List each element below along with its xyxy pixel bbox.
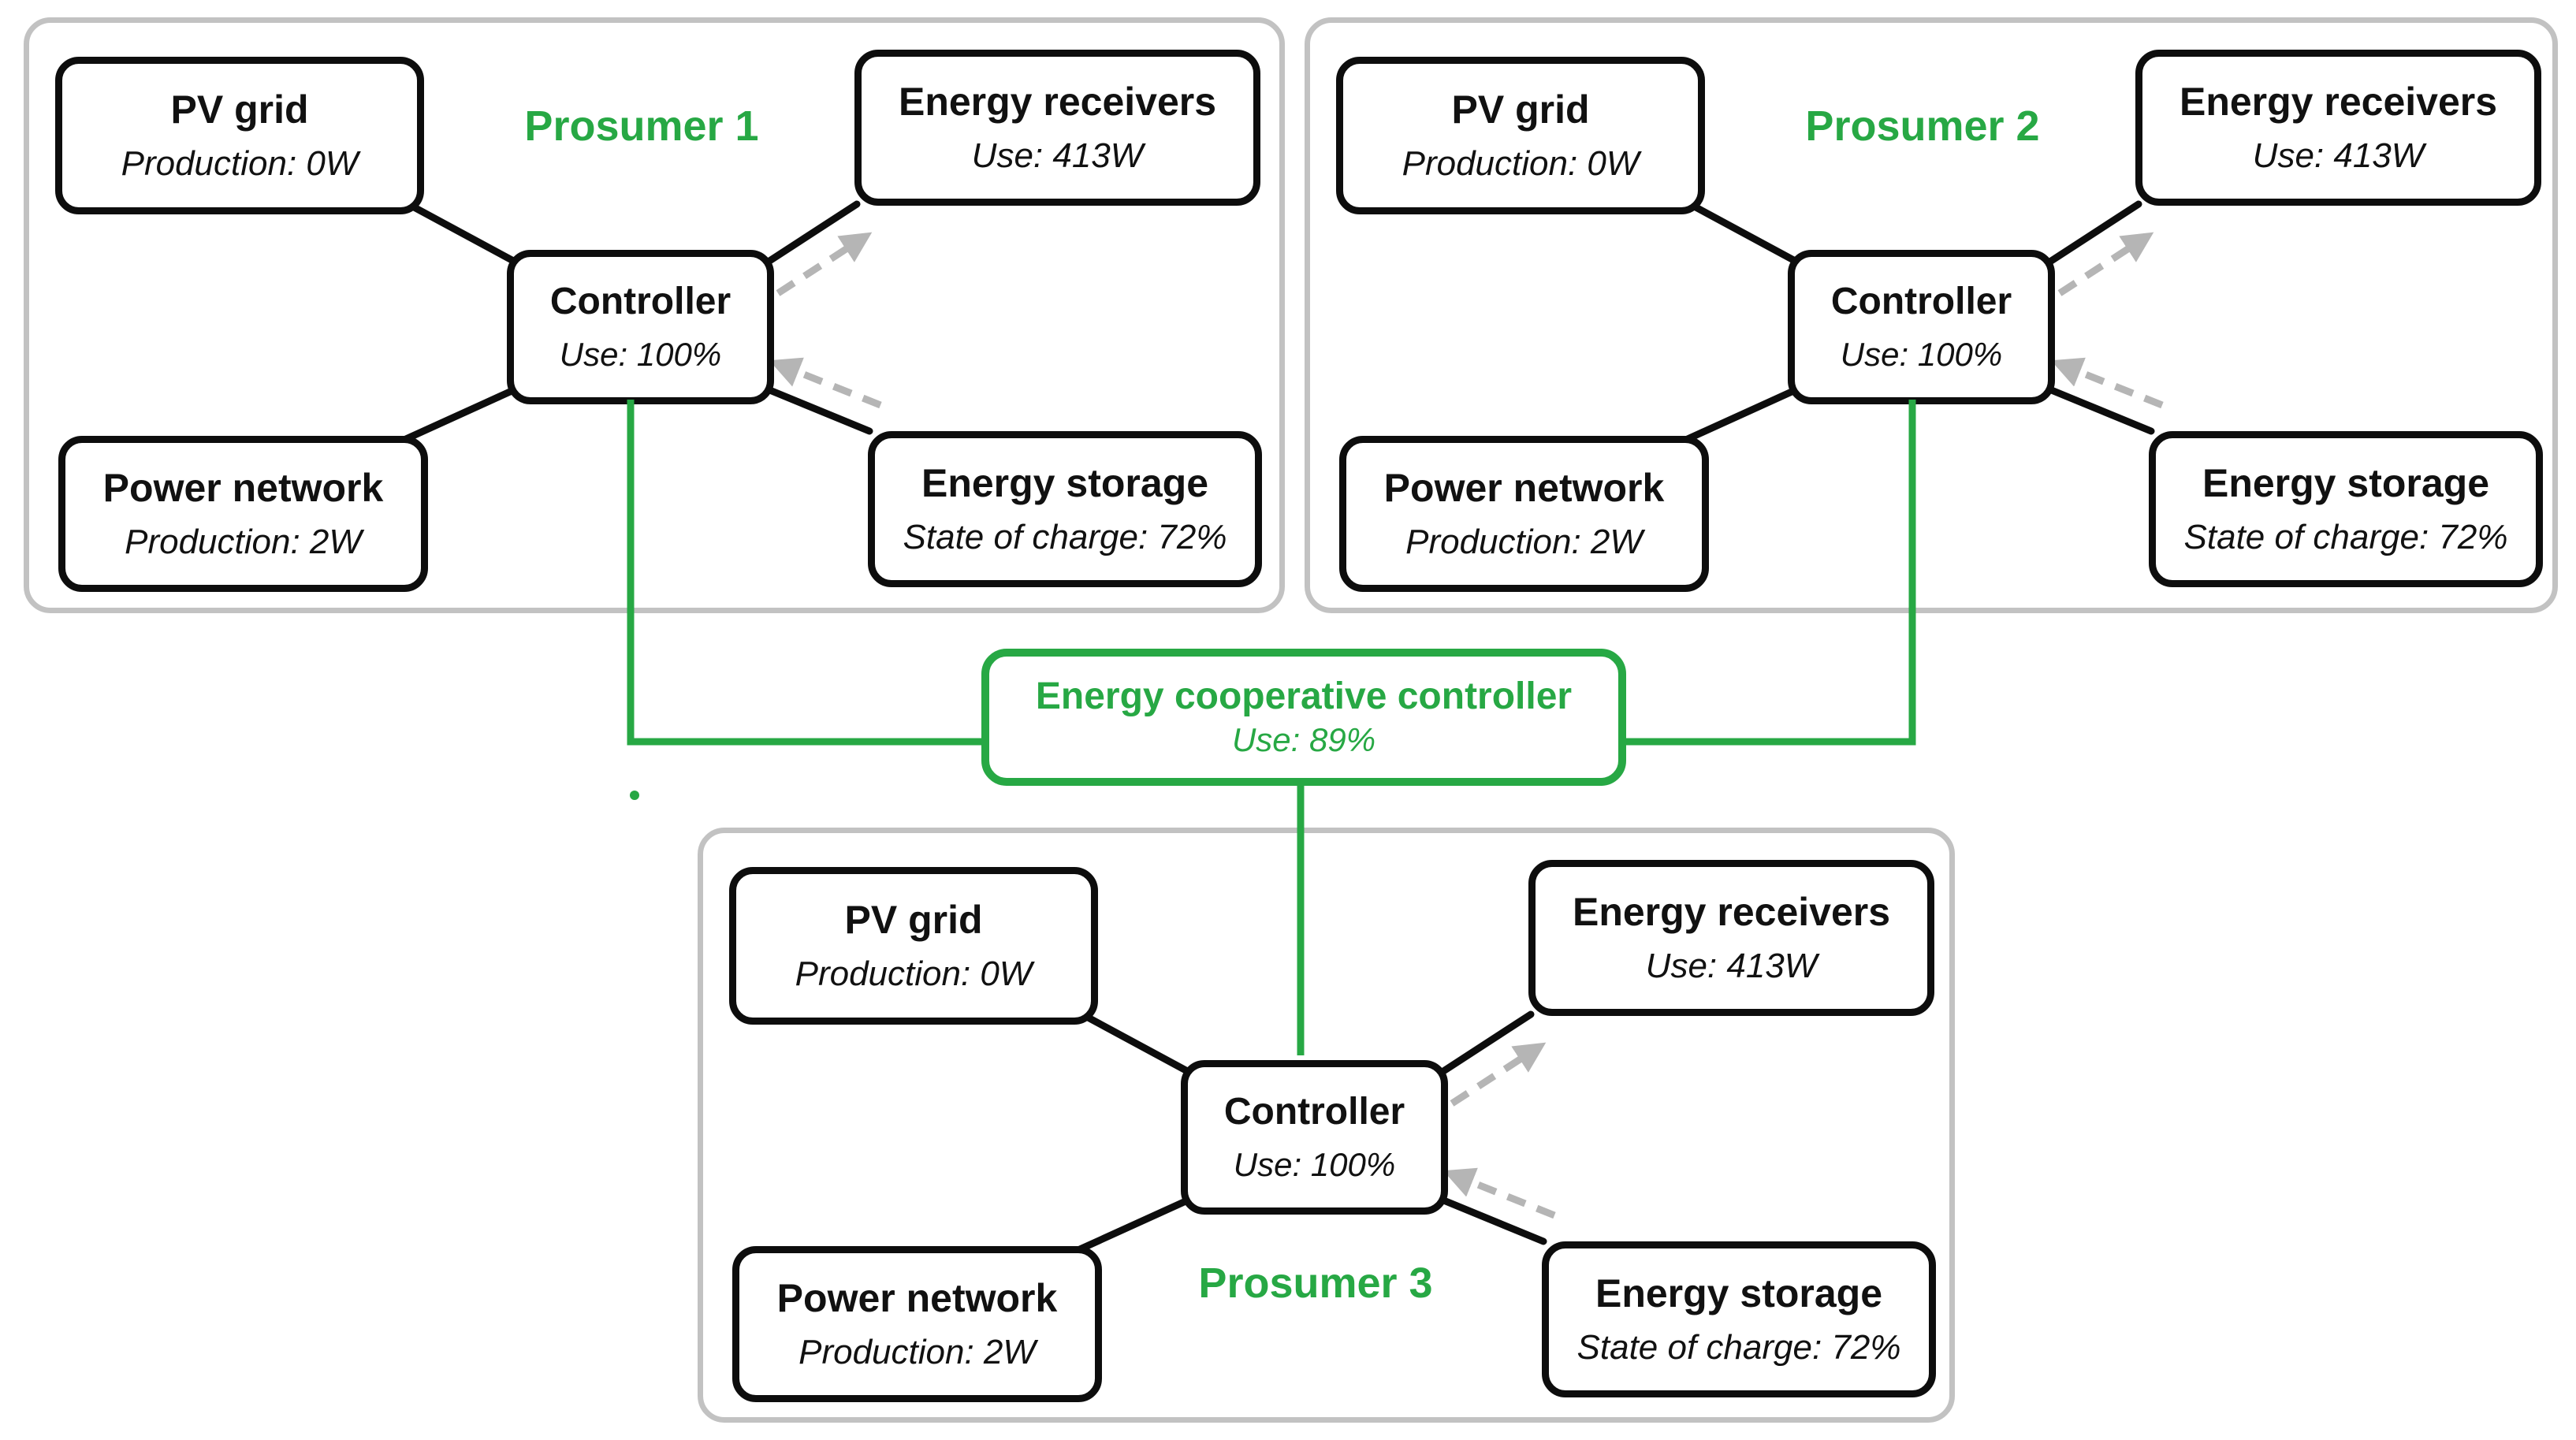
node-subtitle: Use: 413W xyxy=(971,136,1144,176)
node-subtitle: Production: 0W xyxy=(795,954,1033,994)
node-title: Controller xyxy=(1223,1090,1405,1133)
node-title: Energy storage xyxy=(921,460,1208,505)
node-title: PV grid xyxy=(170,87,309,132)
node-title: Controller xyxy=(1830,280,2012,322)
node-energy-storage: Energy storage State of charge: 72% xyxy=(1542,1241,1936,1397)
node-subtitle: Use: 100% xyxy=(559,336,722,374)
prosumer-label: Prosumer 3 xyxy=(1198,1260,1433,1307)
node-subtitle: Production: 2W xyxy=(125,523,362,562)
node-title: PV grid xyxy=(1451,87,1590,132)
node-title: Energy receivers xyxy=(2179,79,2498,124)
node-subtitle: State of charge: 72% xyxy=(2183,518,2508,557)
node-subtitle: Production: 0W xyxy=(1402,144,1640,184)
prosumer-panel-1: Prosumer 1 PV grid Production: 0W Energy… xyxy=(24,17,1285,613)
node-title: Energy receivers xyxy=(1572,889,1891,934)
node-title: Power network xyxy=(776,1275,1058,1320)
node-energy-receivers: Energy receivers Use: 413W xyxy=(854,50,1260,206)
node-pv-grid: PV grid Production: 0W xyxy=(729,867,1098,1025)
node-subtitle: State of charge: 72% xyxy=(903,518,1227,557)
node-controller: Controller Use: 100% xyxy=(1788,250,2055,404)
prosumer-panel-2: Prosumer 2 PV grid Production: 0W Energy… xyxy=(1305,17,2558,613)
node-subtitle: Production: 2W xyxy=(1405,523,1643,562)
node-power-network: Power network Production: 2W xyxy=(732,1246,1102,1402)
cooperative-controller-subtitle: Use: 89% xyxy=(1231,721,1376,759)
cooperative-controller-node: Energy cooperative controller Use: 89% xyxy=(981,649,1626,786)
cooperative-controller-title: Energy cooperative controller xyxy=(1035,675,1573,717)
prosumer-label: Prosumer 2 xyxy=(1805,102,2040,150)
node-title: Power network xyxy=(102,465,384,510)
node-pv-grid: PV grid Production: 0W xyxy=(55,57,424,214)
prosumer-panel-3: Prosumer 3 PV grid Production: 0W Energy… xyxy=(698,828,1955,1423)
green-dot xyxy=(630,791,639,800)
node-power-network: Power network Production: 2W xyxy=(58,436,428,592)
node-subtitle: Use: 100% xyxy=(1233,1146,1396,1184)
node-title: Energy storage xyxy=(1595,1271,1882,1315)
node-title: Power network xyxy=(1383,465,1665,510)
node-subtitle: Use: 413W xyxy=(2252,136,2425,176)
node-controller: Controller Use: 100% xyxy=(1181,1060,1448,1215)
node-controller: Controller Use: 100% xyxy=(507,250,774,404)
node-energy-receivers: Energy receivers Use: 413W xyxy=(2135,50,2541,206)
node-power-network: Power network Production: 2W xyxy=(1339,436,1709,592)
node-title: PV grid xyxy=(844,897,983,942)
node-energy-storage: Energy storage State of charge: 72% xyxy=(868,431,1262,587)
node-title: Controller xyxy=(549,280,731,322)
node-energy-storage: Energy storage State of charge: 72% xyxy=(2149,431,2543,587)
node-subtitle: Production: 2W xyxy=(798,1333,1036,1372)
node-subtitle: Use: 413W xyxy=(1645,947,1818,986)
prosumer-label: Prosumer 1 xyxy=(524,102,759,150)
node-title: Energy storage xyxy=(2202,460,2489,505)
node-subtitle: Use: 100% xyxy=(1840,336,2003,374)
node-subtitle: Production: 0W xyxy=(121,144,359,184)
node-pv-grid: PV grid Production: 0W xyxy=(1336,57,1705,214)
node-subtitle: State of charge: 72% xyxy=(1576,1328,1901,1367)
node-energy-receivers: Energy receivers Use: 413W xyxy=(1528,860,1934,1016)
node-title: Energy receivers xyxy=(898,79,1217,124)
